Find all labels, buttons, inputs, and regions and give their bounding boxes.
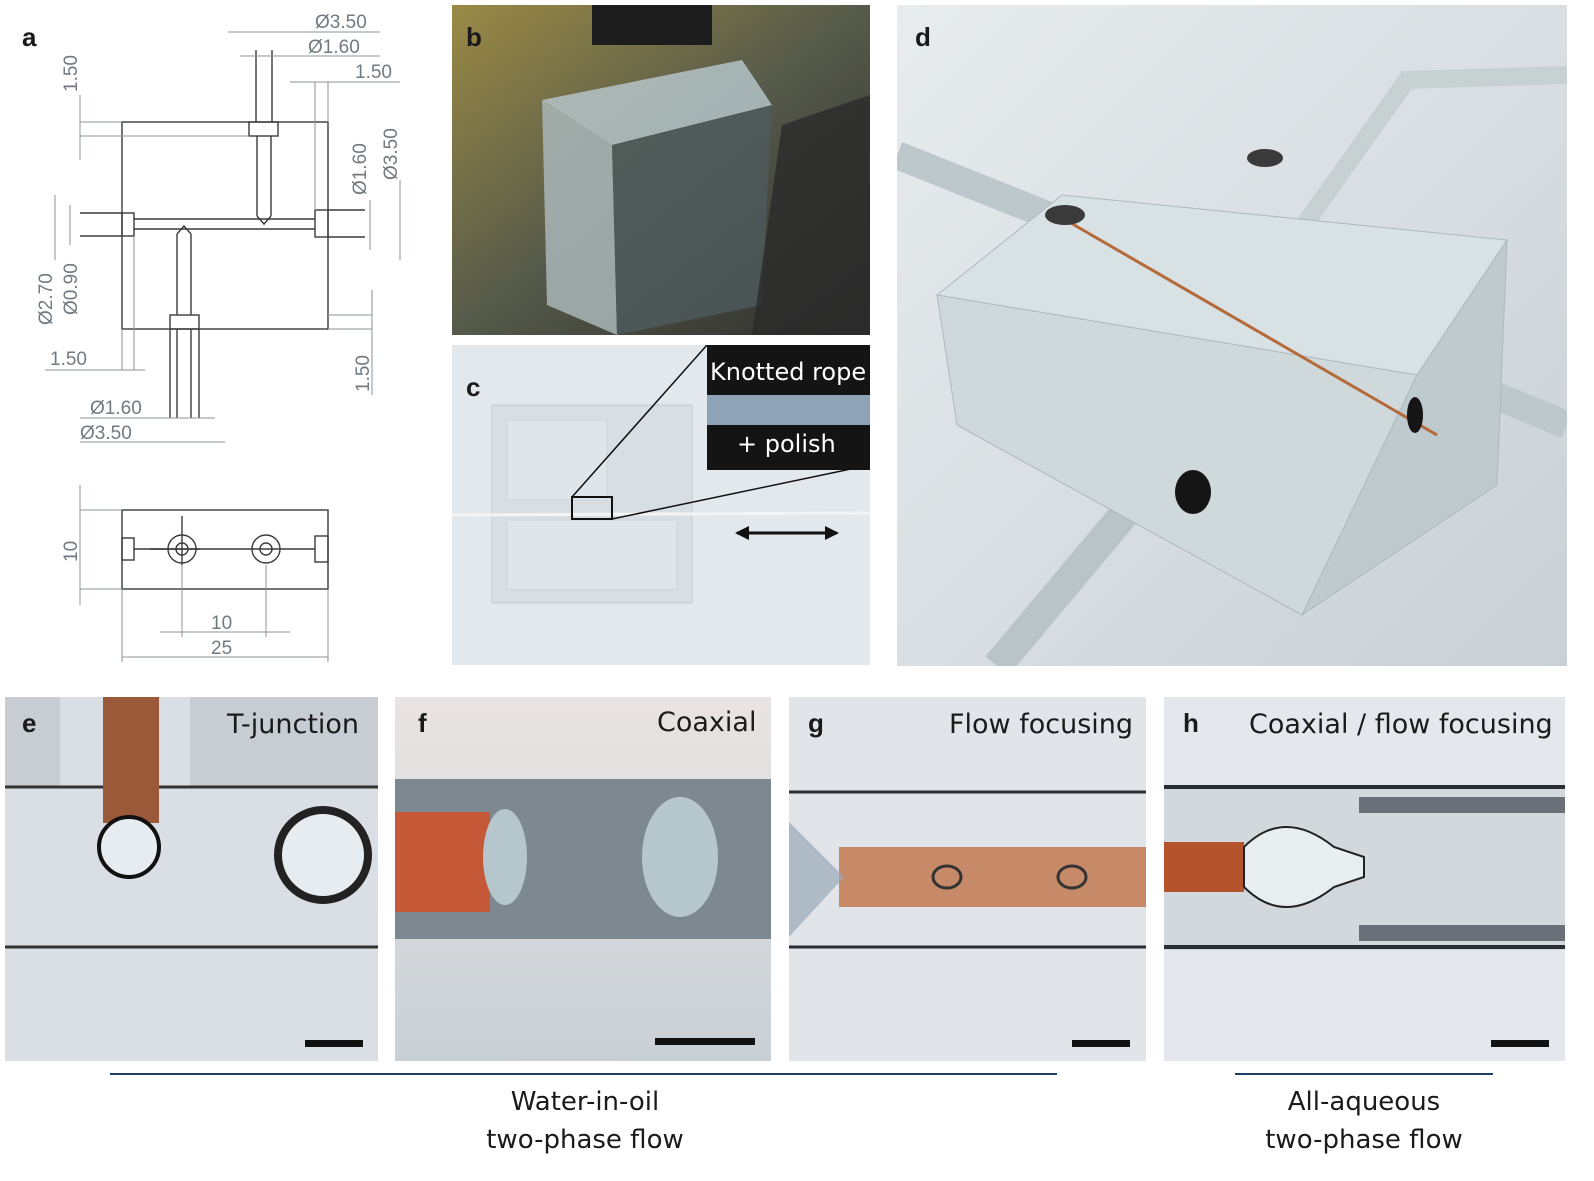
inset-label-polish: + polish [737, 430, 836, 458]
dim-160-vertical: Ø1.60 [350, 143, 371, 195]
photo-milling [452, 5, 870, 335]
panel-letter-a: a [22, 22, 37, 52]
micrograph-coaxial: Coaxial [395, 697, 771, 1061]
caption-water-in-oil-line1: Water-in-oil [510, 1087, 660, 1117]
scale-bar-g [1072, 1040, 1130, 1047]
dim-350-vertical: Ø3.50 [381, 128, 402, 180]
caption-water-in-oil: Water-in-oil two-phase flow [420, 1083, 750, 1159]
dim-270: Ø2.70 [36, 273, 57, 325]
caption-water-in-oil-line2: two-phase flow [486, 1125, 684, 1155]
dim-160-top: Ø1.60 [308, 37, 360, 58]
technical-drawing: Ø3.50 Ø1.60 1.50 1.50 Ø1.60 Ø3.50 Ø2.70 … [36, 12, 402, 662]
photo-device-top: Knotted rope + polish [452, 345, 870, 665]
scale-bar-e [305, 1040, 363, 1047]
micrograph-flow-focusing: Flow focusing [789, 697, 1146, 1061]
dim-150-bottom-right: 1.50 [353, 355, 374, 392]
dim-width-10: 10 [211, 613, 232, 634]
panel-letter-b: b [466, 22, 482, 52]
caption-all-aqueous-line1: All-aqueous [1287, 1087, 1441, 1117]
inset-label-knotted-rope: Knotted rope [710, 358, 867, 386]
dim-350-bottom: Ø3.50 [80, 423, 132, 444]
panel-letter-c: c [466, 372, 481, 402]
caption-rule-water-in-oil [110, 1073, 1057, 1075]
caption-all-aqueous: All-aqueous two-phase flow [1199, 1083, 1529, 1159]
scale-bar-f [655, 1038, 755, 1045]
dim-090: Ø0.90 [61, 263, 82, 315]
panel-letter-d: d [915, 22, 931, 52]
panel-letter-f: f [418, 708, 427, 738]
title-coaxial-flow-focusing: Coaxial / flow focusing [1249, 709, 1553, 740]
title-flow-focusing: Flow focusing [949, 709, 1134, 740]
dim-150-bottom-left: 1.50 [50, 349, 87, 370]
dim-160-bottom: Ø1.60 [90, 398, 142, 419]
caption-all-aqueous-line2: two-phase flow [1265, 1125, 1463, 1155]
photo-device-assembled [897, 5, 1567, 666]
dim-150-left: 1.50 [61, 55, 82, 92]
title-t-junction: T-junction [227, 709, 360, 740]
title-coaxial: Coaxial [657, 707, 757, 738]
panel-letter-h: h [1183, 708, 1199, 738]
dim-350-top: Ø3.50 [315, 12, 367, 33]
micrograph-coaxial-flow-focusing: Coaxial / flow focusing [1164, 697, 1565, 1061]
dim-height-10: 10 [61, 541, 82, 562]
micrograph-t-junction: T-junction [5, 697, 378, 1061]
dim-width-25: 25 [211, 638, 232, 659]
panel-letter-e: e [22, 708, 37, 738]
scale-bar-h [1491, 1040, 1549, 1047]
panel-letter-g: g [808, 708, 824, 738]
caption-rule-all-aqueous [1235, 1073, 1493, 1075]
dim-150-right: 1.50 [355, 62, 392, 83]
